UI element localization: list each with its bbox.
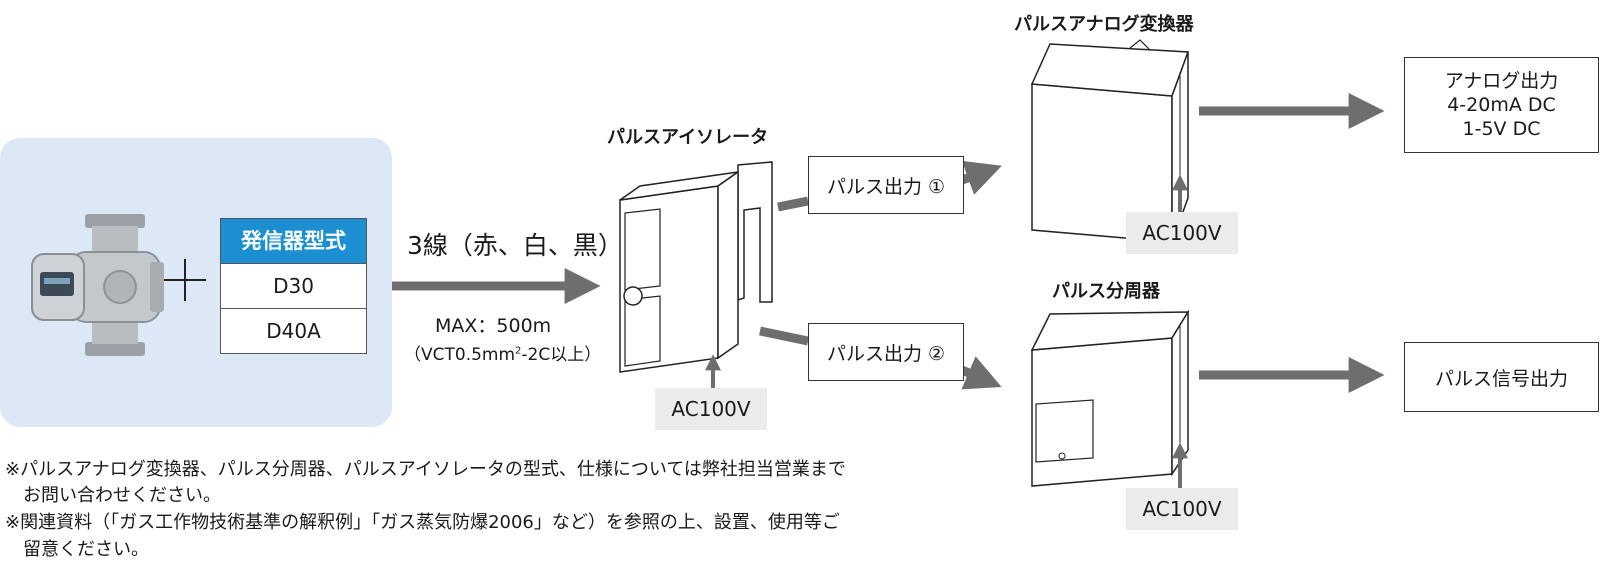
analog-converter-title: パルスアナログ変換器 [1014, 14, 1194, 35]
isolator-title: パルスアイソレータ [607, 127, 769, 148]
pulse-signal-output-box: パルス信号出力 [1404, 342, 1599, 412]
model-table-header: 発信器型式 [221, 219, 366, 263]
cable-wire-label: 3線（赤、白、黒） [407, 231, 623, 260]
model-row-d40a: D40A [221, 308, 366, 353]
pulse-divider-device [1030, 309, 1190, 487]
isolator-device [619, 161, 773, 373]
analog-output-box: アナログ出力 4-20mA DC 1-5V DC [1404, 57, 1599, 153]
note-line-4: 留意ください。 [5, 539, 149, 560]
note-line-1: ※パルスアナログ変換器、パルス分周器、パルスアイソレータの型式、仕様については弊… [5, 459, 846, 480]
divider-power-tag: AC100V [1126, 488, 1238, 530]
analog-output-line-3: 1-5V DC [1462, 118, 1541, 140]
generator-model-table: 発信器型式 D30 D40A [220, 218, 367, 354]
plus-icon [164, 259, 206, 301]
cable-spec: （VCT0.5mm2-2C以上） [404, 340, 601, 365]
pulse-output-1-arrow-b [960, 160, 1002, 195]
pulse-output-1-arrow-a [777, 196, 809, 212]
flowmeter-image [31, 214, 164, 356]
note-line-3: ※関連資料（「ガス工作物技術基準の解釈例」「ガス蒸気防爆2006」など）を参照の… [5, 512, 840, 533]
pulse-output-1-box: パルス出力 ① [808, 156, 964, 214]
cable-max-length: MAX：500m [435, 315, 552, 337]
cable-spec-superscript: 2 [515, 345, 522, 357]
pulse-output-2-arrow-b [960, 356, 1002, 390]
note-line-2: お問い合わせください。 [5, 485, 221, 506]
analog-power-tag: AC100V [1126, 212, 1238, 254]
analog-converter-device [1030, 39, 1190, 243]
model-row-d30: D30 [221, 263, 366, 308]
analog-output-line-2: 4-20mA DC [1447, 94, 1556, 116]
analog-output-line-1: アナログ出力 [1444, 70, 1559, 92]
pulse-output-2-arrow-a [759, 326, 809, 346]
cable-spec-text-end: -2C以上） [521, 345, 602, 365]
pulse-divider-title: パルス分周器 [1052, 281, 1160, 302]
cable-spec-text: （VCT0.5mm [404, 345, 516, 365]
pulse-output-2-box: パルス出力 ② [808, 323, 964, 381]
isolator-power-tag: AC100V [655, 388, 767, 430]
